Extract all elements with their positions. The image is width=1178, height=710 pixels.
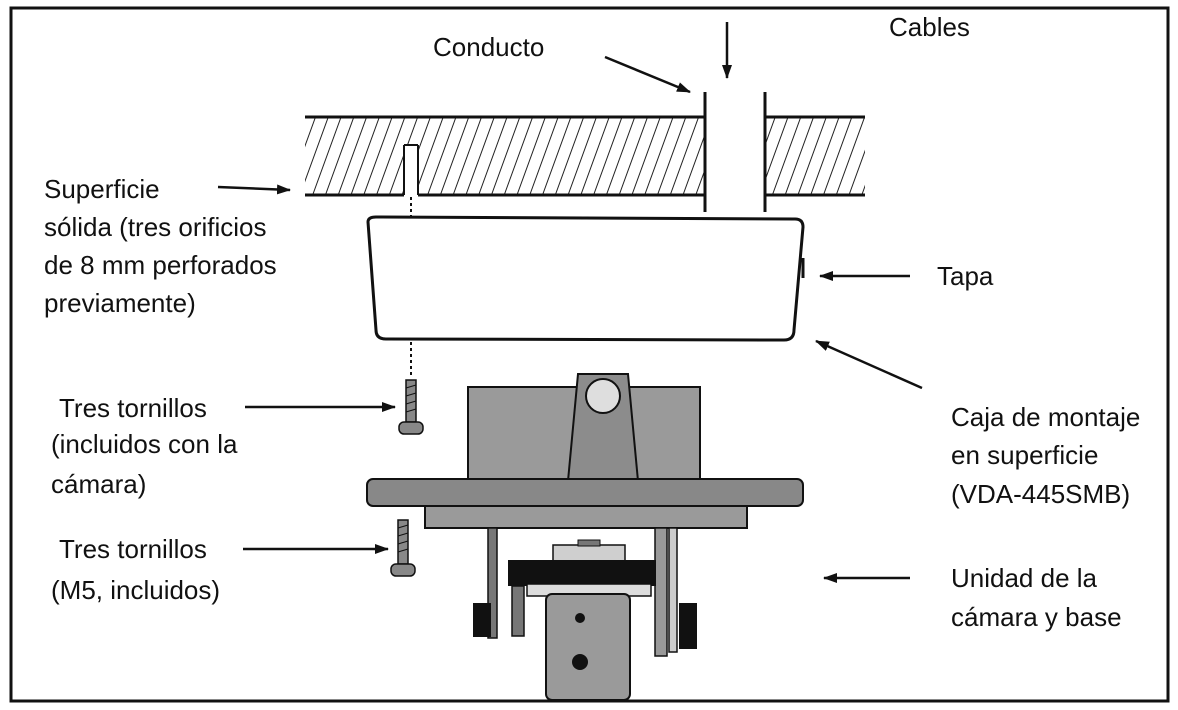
label-unidad-2: cámara y base <box>951 602 1122 632</box>
surface-mount-box <box>366 373 804 529</box>
label-tornillos1-2: (incluidos con la <box>51 429 238 459</box>
arrow-conducto <box>604 55 691 94</box>
label-tornillos2-1: Tres tornillos <box>59 534 207 564</box>
label-tapa: Tapa <box>937 261 994 291</box>
camera-unit <box>473 527 697 701</box>
label-unidad-1: Unidad de la <box>951 563 1097 593</box>
cover <box>366 215 805 342</box>
label-tornillos1-1: Tres tornillos <box>59 393 207 423</box>
drilled-hole <box>403 144 419 220</box>
arrow-superficie <box>217 184 291 195</box>
label-superficie-2: sólida (tres orificios <box>44 212 267 242</box>
arrow-caja <box>815 339 923 390</box>
solid-surface <box>305 115 865 197</box>
label-caja-2: en superficie <box>951 440 1099 470</box>
screw-upper <box>398 379 424 435</box>
label-caja-1: Caja de montaje <box>951 402 1141 432</box>
screw-lower <box>390 519 416 577</box>
label-superficie-3: de 8 mm perforados <box>44 250 277 280</box>
label-superficie-1: Superficie <box>44 174 160 204</box>
label-tornillos1-3: cámara) <box>51 469 147 499</box>
label-superficie-4: previamente) <box>44 288 196 318</box>
label-caja-3: (VDA-445SMB) <box>951 479 1131 509</box>
label-tornillos2-2: (M5, incluidos) <box>51 575 221 605</box>
conduit <box>703 92 767 212</box>
label-conducto: Conducto <box>433 32 545 62</box>
label-cables: Cables <box>889 12 970 42</box>
